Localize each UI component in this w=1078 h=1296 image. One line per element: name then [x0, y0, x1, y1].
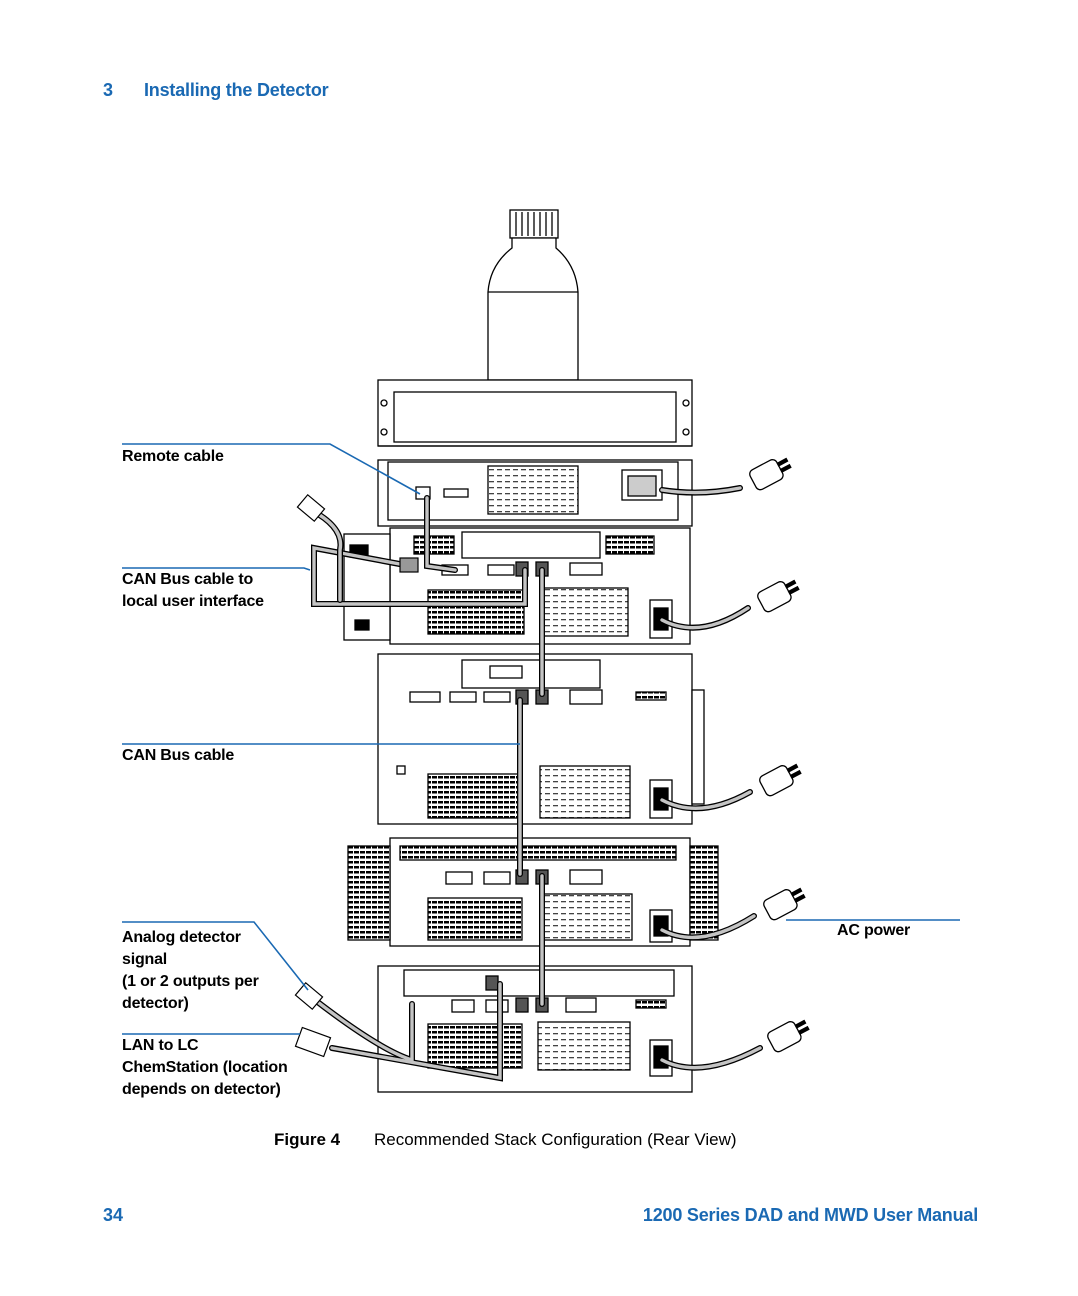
callout-text: CAN Bus cable to	[122, 569, 264, 591]
manual-title: 1200 Series DAD and MWD User Manual	[643, 1205, 978, 1226]
callout-text: ChemStation (location	[122, 1057, 288, 1079]
callout-text: CAN Bus cable	[122, 747, 234, 764]
callout-ac-power: AC power	[837, 920, 910, 942]
callout-analog-signal: Analog detector signal (1 or 2 outputs p…	[122, 927, 259, 1015]
callout-text: Remote cable	[122, 448, 224, 465]
solvent-cabinet	[378, 380, 692, 446]
power-plugs	[748, 453, 812, 1053]
callout-text: LAN to LC	[122, 1035, 288, 1057]
callout-text: depends on detector)	[122, 1079, 288, 1101]
figure-label: Figure 4	[274, 1130, 374, 1150]
callout-text: detector)	[122, 993, 259, 1015]
callout-text: local user interface	[122, 591, 264, 613]
callout-lan: LAN to LC ChemStation (location depends …	[122, 1035, 288, 1101]
callout-text: signal	[122, 949, 259, 971]
page-number: 34	[103, 1205, 123, 1226]
pump-module	[344, 528, 690, 644]
figure-caption-text: Recommended Stack Configuration (Rear Vi…	[374, 1130, 737, 1149]
solvent-bottle	[488, 210, 578, 380]
callout-text: AC power	[837, 922, 910, 939]
callout-remote-cable: Remote cable	[122, 446, 224, 468]
detector-module	[378, 966, 692, 1092]
callout-text: (1 or 2 outputs per	[122, 971, 259, 993]
callout-can-bus-cable: CAN Bus cable	[122, 745, 234, 767]
callout-can-bus-local: CAN Bus cable to local user interface	[122, 569, 264, 613]
callout-text: Analog detector	[122, 927, 259, 949]
